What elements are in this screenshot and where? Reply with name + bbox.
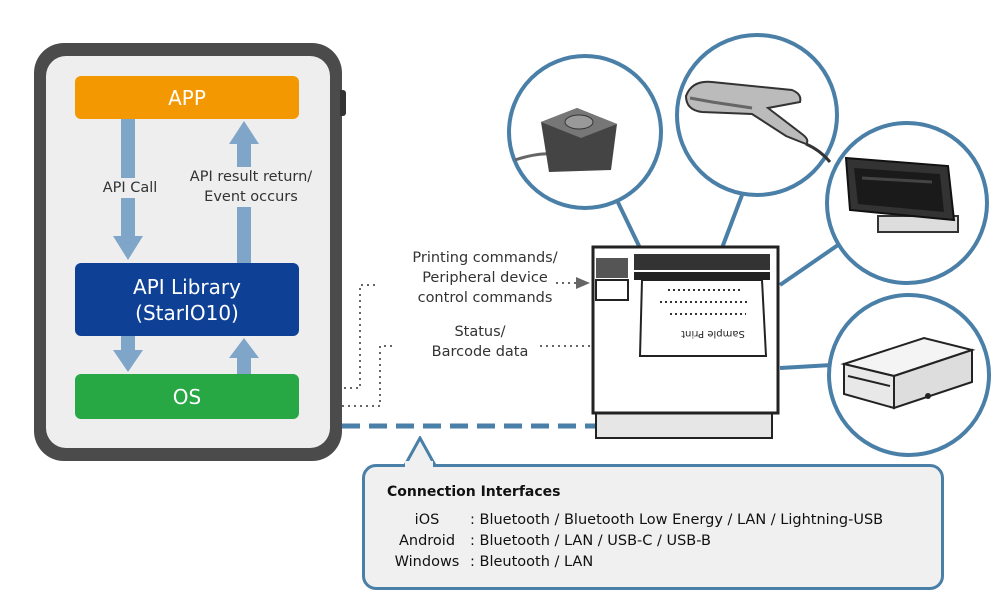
api-call-label: API Call xyxy=(85,178,175,198)
os-layer: OS xyxy=(75,374,299,419)
connection-title: Connection Interfaces xyxy=(387,484,561,500)
connection-os: Android xyxy=(398,533,456,549)
connection-os: iOS xyxy=(414,512,440,528)
peripheral-display xyxy=(825,121,989,285)
barcode-scanner-icon xyxy=(684,80,832,163)
connection-row-ios: iOS : Bluetooth / Bluetooth Low Energy /… xyxy=(384,512,883,528)
printer-icon xyxy=(591,245,780,439)
buzzer-icon xyxy=(514,108,617,172)
api-library-label: API Library (StarIO10) xyxy=(133,274,241,325)
app-layer: APP xyxy=(75,76,299,119)
app-label: APP xyxy=(168,85,206,110)
connection-interfaces-box xyxy=(362,464,944,590)
cash-drawer-icon xyxy=(840,336,976,410)
tablet-side-button xyxy=(340,90,346,116)
peripheral-cash-drawer xyxy=(827,293,991,457)
callout-joint xyxy=(405,461,433,467)
peripheral-buzzer xyxy=(507,54,663,210)
status-label: Status/ Barcode data xyxy=(431,324,529,360)
connection-value: : Bluetooth / Bluetooth Low Energy / LAN… xyxy=(470,512,884,528)
connection-os: Windows xyxy=(394,554,460,570)
printing-commands-label: Printing commands/ Peripheral device con… xyxy=(412,250,558,306)
connection-value: : Bluetooth / LAN / USB-C / USB-B xyxy=(470,533,711,549)
connection-row-windows: Windows : Bleutooth / LAN xyxy=(384,554,594,570)
api-library-layer: API Library (StarIO10) xyxy=(75,263,299,336)
os-label: OS xyxy=(172,384,202,409)
connection-row-android: Android : Bluetooth / LAN / USB-C / USB-… xyxy=(384,533,711,549)
peripheral-scanner xyxy=(675,33,839,197)
api-result-label: API result return/ Event occurs xyxy=(176,167,326,207)
sample-print-text: Sample Print xyxy=(681,328,745,339)
connection-value: : Bleutooth / LAN xyxy=(470,554,594,570)
customer-display-icon xyxy=(844,156,959,233)
